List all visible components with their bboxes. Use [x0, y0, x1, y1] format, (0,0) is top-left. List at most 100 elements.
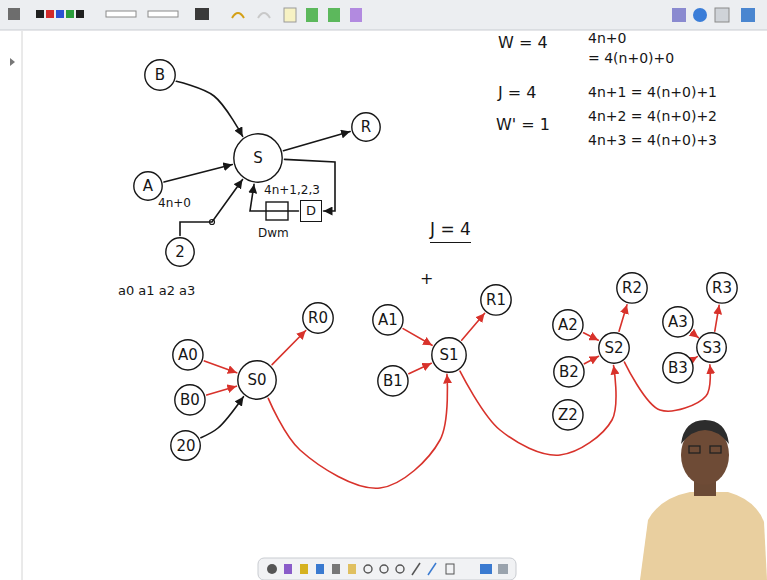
- presenter: [689, 446, 700, 453]
- signal-circle: B0: [174, 384, 206, 416]
- signal-circle: R1: [480, 284, 512, 316]
- handwritten-note: +: [420, 270, 433, 288]
- handwritten-note: W = 4: [498, 34, 548, 52]
- circle-outline: [707, 273, 737, 303]
- top-toolbar: [306, 8, 318, 22]
- connector: [462, 313, 485, 340]
- top-toolbar: [0, 0, 767, 30]
- circle-outline: [373, 305, 403, 335]
- connector: [460, 365, 616, 455]
- presenter: [710, 446, 721, 453]
- bottom-toolbar: [412, 563, 420, 575]
- node-label: A0: [178, 347, 198, 364]
- node-label: S: [253, 150, 263, 167]
- top-toolbar: [76, 10, 84, 18]
- node-label: 2: [175, 244, 185, 261]
- top-toolbar: [232, 13, 244, 18]
- bottom-toolbar: [258, 558, 516, 580]
- connector: [176, 81, 242, 136]
- signal-circle: S2: [598, 332, 630, 364]
- connector: [201, 397, 244, 438]
- signal-circle: A1: [372, 304, 404, 336]
- left-margin: [10, 31, 22, 580]
- signal-circle: A2: [552, 309, 584, 341]
- top-toolbar: [46, 10, 54, 18]
- signal-circle: S3: [696, 332, 727, 363]
- signal-circle: 20: [170, 430, 201, 461]
- bottom-toolbar: [480, 564, 492, 574]
- circle-outline: [481, 285, 511, 315]
- signal-circle: R: [351, 112, 381, 142]
- bottom-toolbar: [428, 563, 436, 575]
- circle-outline: [663, 353, 693, 383]
- signal-circle: S0: [237, 360, 277, 400]
- bottom-toolbar: [332, 564, 340, 574]
- bottom-toolbar: [316, 564, 324, 574]
- handwritten-note: J = 4: [498, 84, 536, 102]
- signal-circle: R3: [706, 272, 738, 304]
- circle-outline: [175, 385, 205, 415]
- circle-outline: [553, 400, 583, 430]
- left-margin: [10, 58, 15, 66]
- node-label: A: [143, 178, 153, 195]
- signal-circle: B2: [553, 356, 585, 388]
- handwritten-note: 4n+2 = 4(n+0)+2: [588, 108, 717, 124]
- node-label: B0: [180, 392, 200, 409]
- node-label: S0: [247, 372, 266, 389]
- top-toolbar: [284, 8, 296, 22]
- presenter: [640, 420, 767, 580]
- signal-circle: B1: [377, 365, 409, 397]
- handwritten-note: W' = 1: [496, 116, 550, 134]
- top-toolbar: [672, 8, 686, 22]
- circle-outline: [617, 273, 647, 303]
- connector: [584, 356, 598, 364]
- circle-outline: [238, 361, 276, 399]
- presenter: [681, 420, 729, 444]
- top-toolbar: [0, 0, 767, 30]
- signal-circle: R2: [616, 272, 648, 304]
- top-toolbar: [715, 8, 729, 22]
- connector: [403, 329, 432, 346]
- bottom-toolbar: [446, 564, 454, 574]
- top-toolbar: [56, 10, 64, 18]
- circle-outline: [697, 333, 726, 362]
- circle-outline: [553, 310, 583, 340]
- bottom-toolbar: [284, 564, 292, 574]
- node-label: B3: [668, 360, 688, 377]
- node-label: D: [306, 204, 316, 218]
- circle-outline: [134, 172, 162, 200]
- connector: [692, 333, 699, 338]
- circle-outline: [599, 333, 629, 363]
- circle-outline: [663, 307, 693, 337]
- node-label: R2: [622, 280, 642, 297]
- top-toolbar: [66, 10, 74, 18]
- delay-box: D: [300, 200, 322, 222]
- handwritten-note: Dwm: [258, 227, 289, 241]
- handwritten-note: 4n+1,2,3: [264, 184, 320, 198]
- node-label: B2: [559, 364, 579, 381]
- bottom-toolbar: [498, 564, 508, 574]
- top-toolbar: [195, 8, 209, 20]
- signal-circle: A: [133, 171, 163, 201]
- node-label: R0: [308, 310, 328, 327]
- connector: [207, 386, 237, 395]
- connector: [283, 132, 350, 151]
- connector: [272, 330, 306, 364]
- handwritten-note: 4n+3 = 4(n+0)+3: [588, 132, 717, 148]
- signal-circle: B: [144, 59, 176, 91]
- circle-outline: [234, 134, 282, 182]
- top-toolbar: [350, 8, 362, 22]
- node-label: B1: [383, 373, 403, 390]
- connector: [164, 165, 232, 182]
- signal-circle: Z2: [552, 399, 584, 431]
- left-margin: [22, 31, 23, 580]
- signal-circle: R0: [302, 302, 334, 334]
- circle-outline: [145, 60, 175, 90]
- node-label: S1: [439, 347, 458, 364]
- circle-outline: [171, 431, 200, 460]
- bottom-toolbar: [364, 565, 372, 573]
- node-label: A2: [558, 317, 578, 334]
